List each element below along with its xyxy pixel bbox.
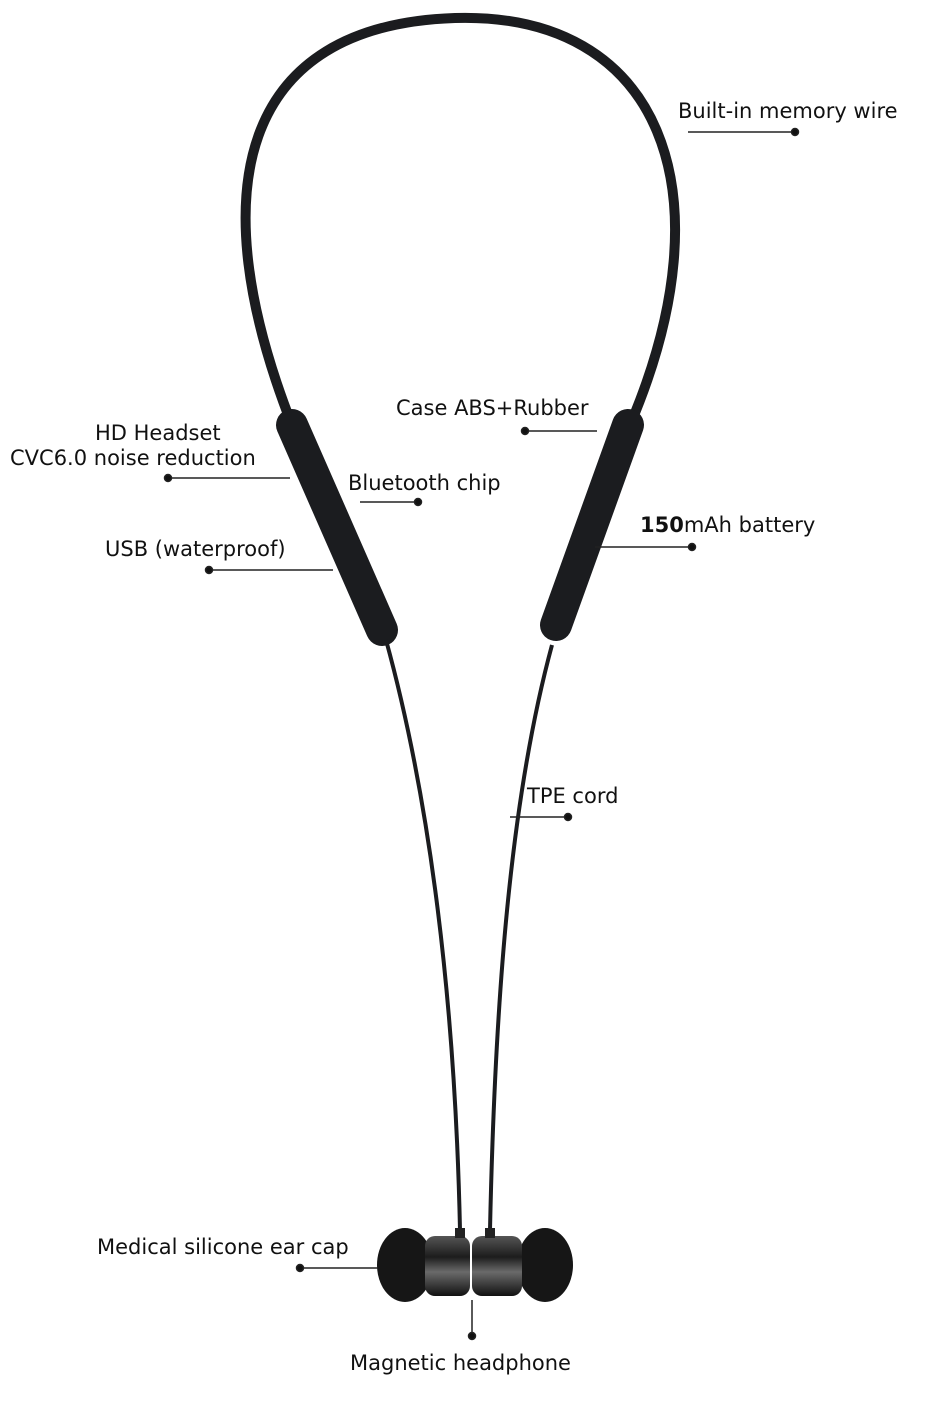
neckband-wire xyxy=(240,12,681,430)
label-tpe-cord: TPE cord xyxy=(527,784,619,808)
left-cord xyxy=(384,639,462,1231)
label-battery: 150mAh battery xyxy=(640,515,815,536)
leader-lines xyxy=(163,127,800,1341)
label-ear-cap: Medical silicone ear cap xyxy=(97,1235,349,1259)
label-cvc: CVC6.0 noise reduction xyxy=(10,446,256,470)
right-module xyxy=(540,409,644,641)
magnetic-earbuds xyxy=(377,1228,573,1302)
label-bluetooth-chip: Bluetooth chip xyxy=(348,471,501,495)
label-magnetic-headphone: Magnetic headphone xyxy=(350,1351,571,1375)
left-module xyxy=(276,409,398,646)
label-case: Case ABS+Rubber xyxy=(396,396,589,420)
label-usb: USB (waterproof) xyxy=(105,537,286,561)
label-hd-headset: HD Headset xyxy=(95,421,221,445)
right-cord xyxy=(488,644,554,1231)
battery-text: mAh battery xyxy=(683,513,816,537)
label-memory-wire: Built-in memory wire xyxy=(678,99,898,123)
battery-capacity: 150 xyxy=(640,513,684,537)
